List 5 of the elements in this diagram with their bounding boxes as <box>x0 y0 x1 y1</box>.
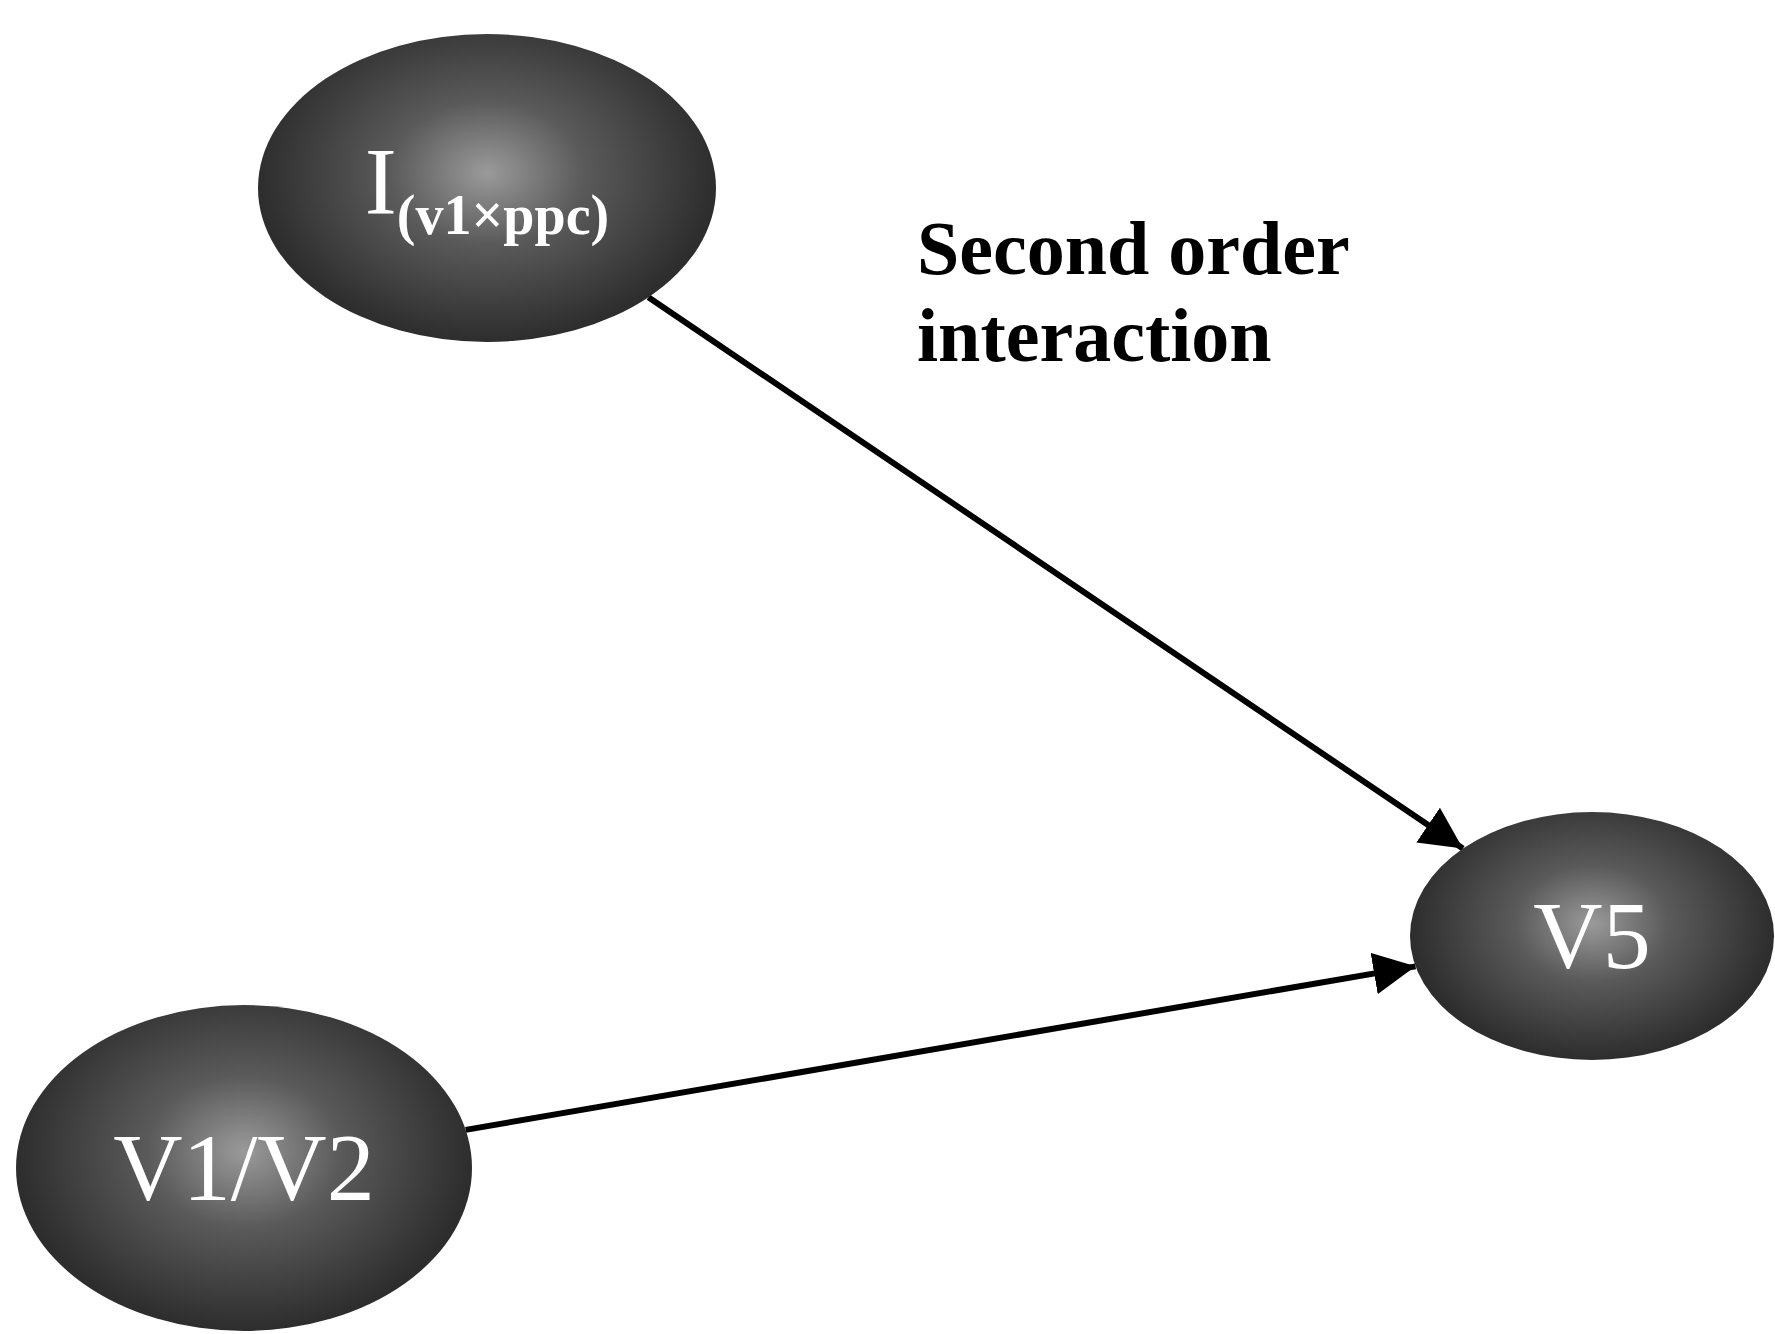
node-label: V1/V2 <box>113 1120 375 1216</box>
annotation-text: Second order interaction <box>917 205 1350 380</box>
node-label: V5 <box>1533 888 1651 984</box>
arrow <box>646 294 1465 852</box>
arrow <box>465 952 1417 1133</box>
